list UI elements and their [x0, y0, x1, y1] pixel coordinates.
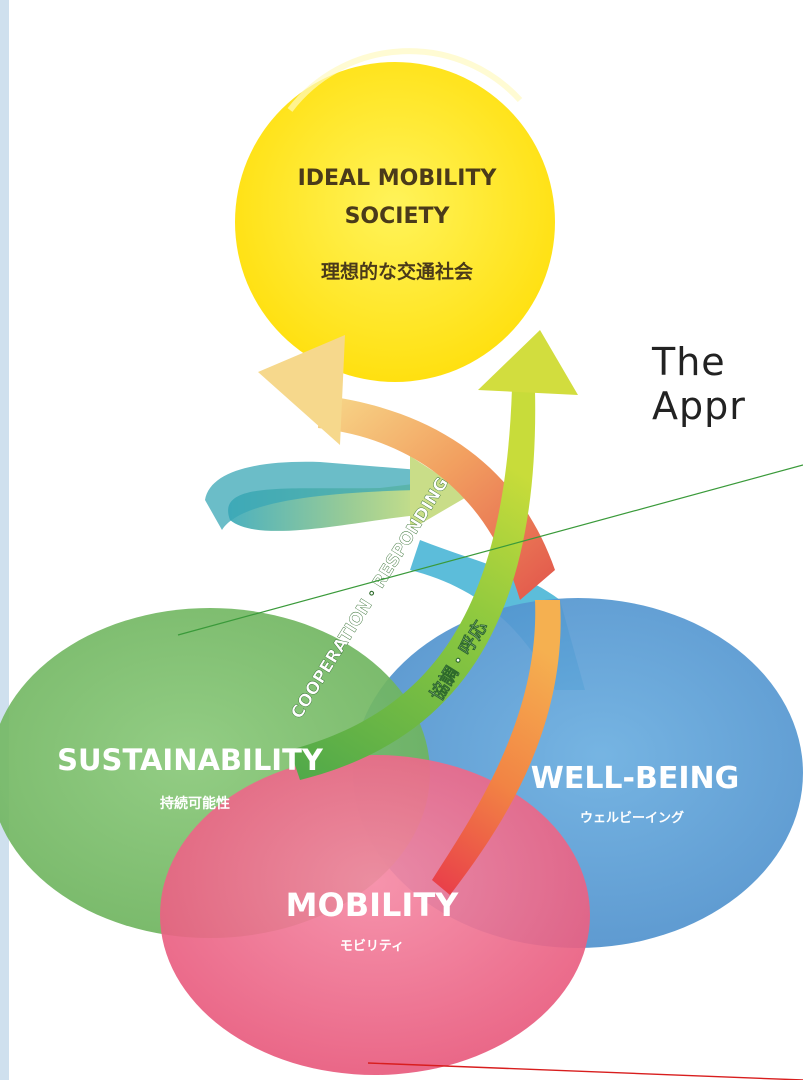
red-annotation-line [367, 1062, 803, 1080]
circle-highlight [287, 48, 523, 112]
mobility-title: MOBILITY [286, 886, 459, 924]
wellbeing-subtitle: ウェルビーイング [580, 810, 684, 826]
ideal-title-line1: IDEAL MOBILITY [298, 166, 498, 191]
side-caption-line2: Appr [652, 384, 746, 428]
sustainability-subtitle: 持続可能性 [160, 795, 230, 812]
side-caption-line1: The [652, 340, 726, 384]
side-caption: The Appr [652, 340, 746, 428]
green-annotation-line [177, 464, 803, 636]
ideal-title-line2: SOCIETY [345, 204, 451, 229]
loop-arrowhead [410, 456, 470, 530]
wellbeing-title: WELL-BEING [531, 761, 740, 796]
left-arrowhead [258, 335, 345, 445]
sustainability-title: SUSTAINABILITY [57, 743, 324, 777]
loop-ribbon-back [205, 461, 420, 530]
red-arrow-body [432, 600, 561, 895]
green-arrowhead [478, 330, 578, 395]
left-border [0, 0, 9, 1080]
mobility-subtitle: モビリティ [340, 938, 404, 954]
green-arrow-body [290, 388, 536, 780]
ideal-mobility-circle [235, 62, 555, 382]
ideal-subtitle: 理想的な交通社会 [321, 260, 473, 283]
